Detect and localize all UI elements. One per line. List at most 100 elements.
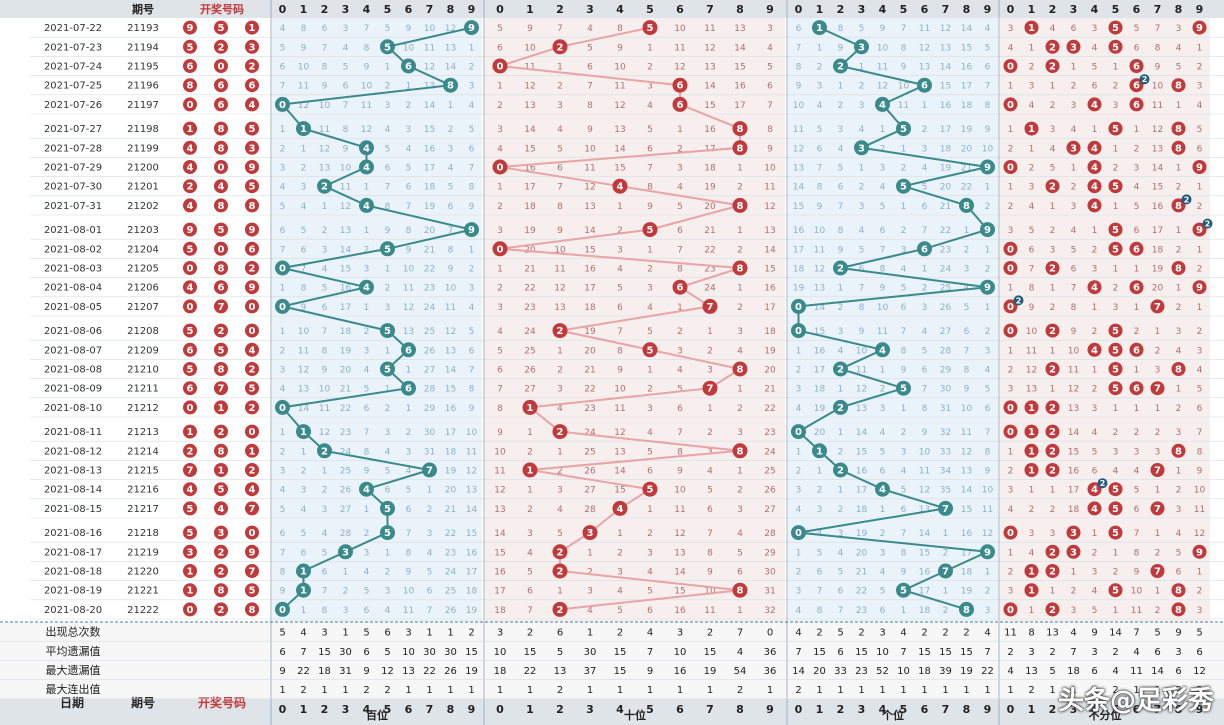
miss-value: 2 [1008, 366, 1014, 376]
trend-ball [443, 77, 458, 93]
draw-ball [245, 602, 259, 617]
miss-value: 3 [280, 467, 286, 477]
stat-value: 7 [1133, 628, 1139, 639]
miss-value: 2 [1176, 404, 1182, 414]
miss-value: 4 [301, 505, 307, 515]
miss-value: 28 [424, 385, 436, 395]
miss-value: 1 [1113, 404, 1119, 414]
miss-value: 2 [1092, 385, 1098, 395]
draw-ball [245, 20, 259, 35]
miss-value: 4 [469, 303, 475, 313]
miss-value: 14 [1068, 428, 1080, 438]
miss-value: 25 [340, 467, 351, 477]
draw-ball [183, 179, 197, 194]
stat-value: 15 [855, 647, 868, 658]
miss-value: 12 [674, 529, 685, 539]
bu-ball [1045, 463, 1060, 477]
footer-digit: 7 [1154, 703, 1162, 716]
bu-ball-number: 8 [1175, 81, 1182, 92]
draw-ball [214, 602, 228, 617]
miss-value: 1 [1008, 447, 1014, 457]
bu-ball [1087, 140, 1102, 155]
miss-value: 9 [1071, 327, 1077, 337]
miss-value: 30 [940, 385, 952, 395]
trend-ball [582, 525, 598, 541]
miss-value: 4 [880, 428, 886, 438]
draw-ball-number: 0 [218, 62, 225, 73]
miss-value: 2 [796, 366, 802, 376]
miss-value: 16 [524, 164, 536, 174]
miss-value: 3 [1155, 366, 1161, 376]
miss-value: 3 [469, 284, 475, 294]
stat-value: 7 [1070, 647, 1076, 658]
bu-ball-number: 4 [1091, 201, 1098, 212]
miss-value: 6 [647, 144, 653, 154]
miss-value: 1 [737, 164, 743, 174]
repeat-badge [1181, 194, 1192, 205]
miss-value: 7 [677, 245, 683, 255]
draw-ball-number: 9 [187, 225, 194, 236]
trend-ball-number: 5 [900, 586, 907, 597]
miss-value: 17 [445, 428, 456, 438]
draw-ball-number: 6 [249, 81, 256, 92]
miss-value: 3 [1197, 346, 1203, 356]
miss-value: 9 [677, 467, 683, 477]
trend-ball [642, 222, 658, 238]
bu-ball-number: 2 [1049, 42, 1056, 53]
miss-value: 5 [280, 505, 286, 515]
miss-value: 5 [385, 24, 391, 34]
stat-value: 2 [816, 628, 822, 639]
footer-digit: 8 [736, 703, 744, 716]
draw-ball-number: 0 [187, 403, 194, 414]
miss-value: 3 [985, 346, 991, 356]
miss-value: 6 [1134, 43, 1140, 53]
miss-value: 1 [1113, 63, 1119, 73]
miss-value: 3 [406, 125, 412, 135]
miss-value: 21 [704, 226, 715, 236]
footer-digit: 7 [426, 703, 434, 716]
miss-value: 4 [1008, 43, 1014, 53]
miss-value: 10 [554, 245, 566, 255]
row-date: 2021-07-29 [44, 163, 102, 174]
bu-ball-number: 6 [1133, 244, 1140, 255]
header-digit: 9 [1196, 3, 1204, 16]
miss-value: 4 [838, 548, 844, 558]
miss-value: 11 [1152, 101, 1163, 111]
miss-value: 1 [737, 606, 743, 616]
bu-ball-number: 4 [1091, 485, 1098, 496]
miss-value: 4 [406, 467, 412, 477]
miss-value: 18 [1068, 505, 1080, 515]
header-digit: 8 [1175, 3, 1183, 16]
bu-ball-number: 8 [1175, 201, 1182, 212]
row-issue: 21198 [127, 124, 159, 135]
miss-value: 8 [677, 447, 683, 457]
miss-value: 6 [617, 303, 623, 313]
stat-value: 1 [405, 685, 411, 696]
stat-value: 1 [879, 685, 885, 696]
trend-ball [833, 361, 848, 377]
miss-value: 4 [922, 327, 928, 337]
miss-value: 5 [985, 43, 991, 53]
trend-ball [732, 443, 748, 459]
miss-value: 7 [838, 606, 844, 616]
miss-value: 2 [985, 587, 991, 597]
miss-value: 14 [584, 226, 596, 236]
miss-value: 7 [817, 587, 823, 597]
miss-value: 11 [764, 183, 775, 193]
miss-value: 18 [524, 202, 536, 212]
row-date: 2021-08-12 [44, 446, 102, 457]
miss-value: 11 [298, 82, 309, 92]
miss-value: 4 [364, 366, 370, 376]
footer-issue-label: 期号 [131, 695, 155, 710]
miss-value: 12 [445, 24, 456, 34]
stat-value: 1 [321, 685, 327, 696]
stat-value: 1 [647, 685, 653, 696]
miss-value: 11 [704, 24, 715, 34]
draw-ball-number: 5 [249, 384, 256, 395]
miss-value: 16 [424, 144, 436, 154]
miss-value: 2 [280, 144, 286, 154]
draw-ball-number: 0 [187, 100, 194, 111]
stat-value: 4 [900, 628, 906, 639]
trend-ball-number: 6 [405, 345, 412, 356]
row-date: 2021-07-26 [44, 100, 102, 111]
